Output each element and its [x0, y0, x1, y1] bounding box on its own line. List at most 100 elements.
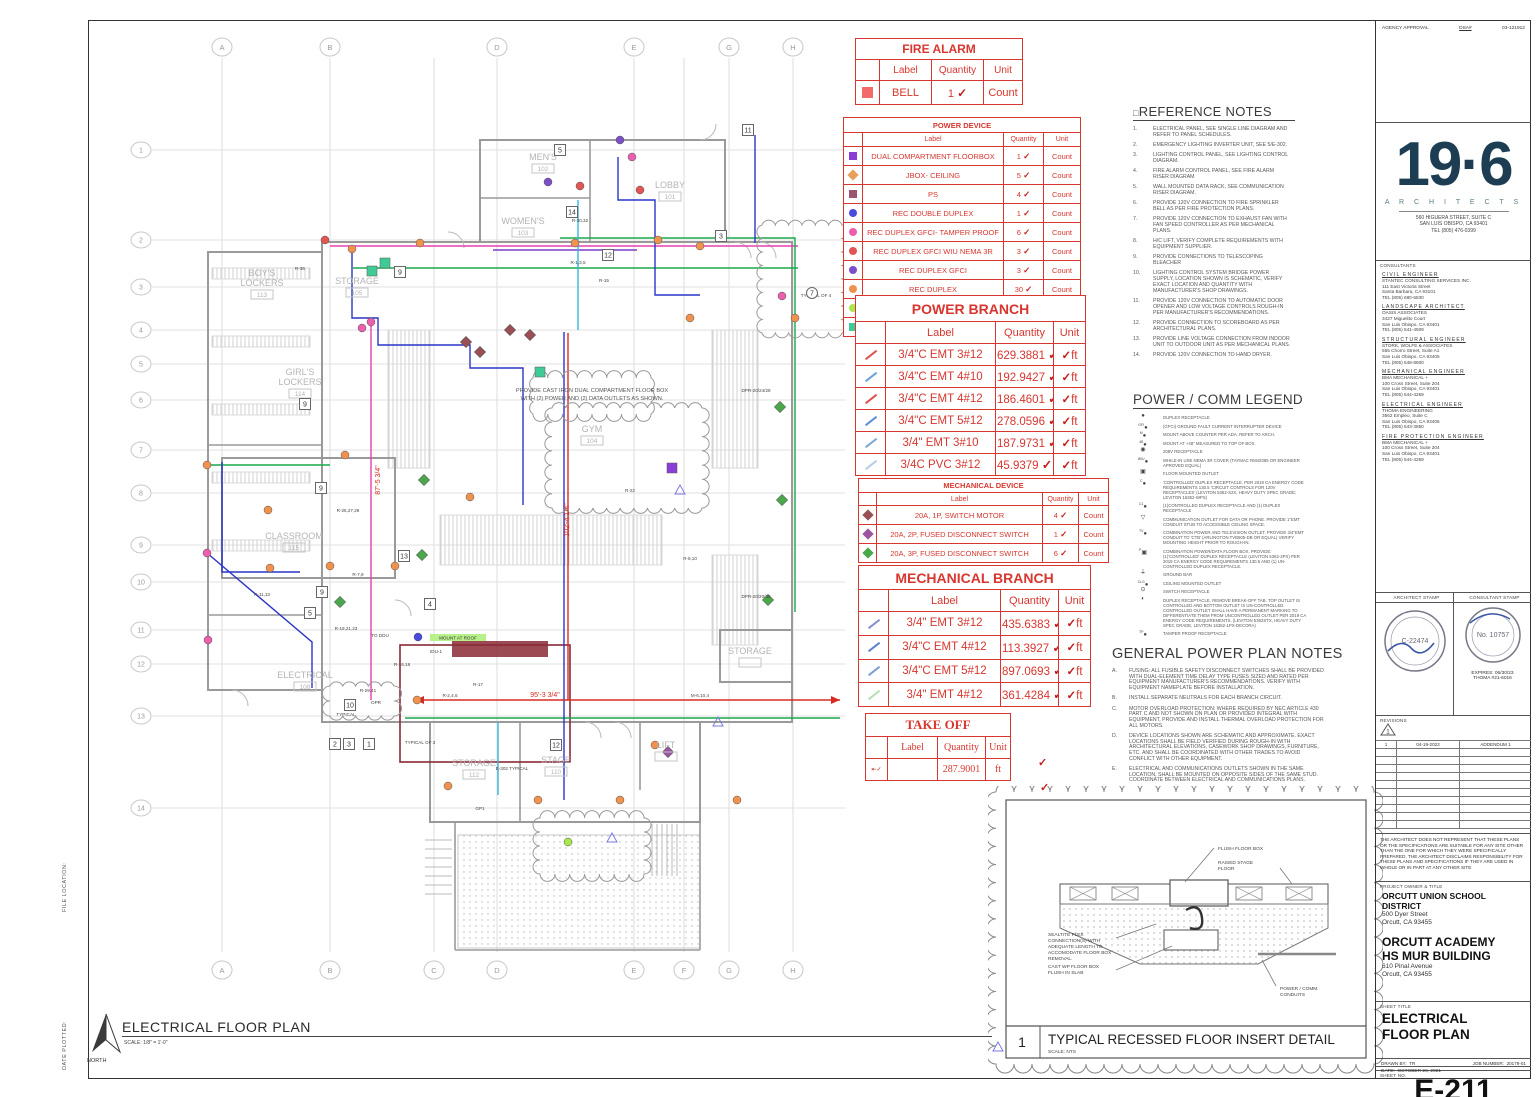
- legend-text: GROUND BAR: [1163, 572, 1193, 577]
- column-header: Unit: [1057, 589, 1092, 612]
- legend-item: ◉208V RECEPTACLE: [1133, 447, 1308, 454]
- bleacher-hatch: [711, 329, 759, 469]
- receptacle-device: [465, 492, 475, 502]
- room-number: 115: [289, 545, 300, 552]
- callout-box: [566, 206, 578, 218]
- flush-floor-box: [1169, 879, 1229, 907]
- disclaimer-block: THE ARCHITECT DOES NOT REPRESENT THAT TH…: [1376, 833, 1531, 881]
- revision-row-empty: [1376, 772, 1531, 780]
- column-header: Unit: [1042, 132, 1082, 147]
- general-note: B.INSTALL SEPARATE NEUTRALS FOR EACH BRA…: [1112, 696, 1327, 702]
- legend-item: TP●TAMPER PROOF RECEPTACLE: [1133, 630, 1308, 638]
- receptacle-device: [390, 561, 400, 571]
- device-label: REC DUPLEX GFCI- TAMPER PROOF: [862, 222, 1004, 242]
- device-label: 20A, 1P, SWITCH MOTOR: [876, 505, 1043, 525]
- disclaimer-text: THE ARCHITECT DOES NOT REPRESENT THAT TH…: [1380, 837, 1524, 870]
- bleacher-hatch: [711, 554, 759, 646]
- legend-text: 'CONTROLLED' DUPLEX RECEPTACLE. PER 2019…: [1163, 479, 1304, 500]
- receptacle-device: [650, 740, 660, 750]
- room-number: 112: [469, 772, 480, 779]
- architect-stamp: C-22474: [1383, 610, 1446, 672]
- unit-cell: ✓ft: [1057, 658, 1092, 684]
- quantity-cell: 186.4601 ✓: [995, 387, 1054, 410]
- revision-delta-icon: 1: [1380, 723, 1396, 736]
- room-number-box: [531, 163, 555, 174]
- receptacle-device: [653, 235, 663, 245]
- quantity-cell: 3 ✓: [1003, 241, 1044, 261]
- callout-number: 1: [367, 742, 371, 749]
- receptacle-device: [412, 695, 422, 705]
- device-label: DUAL COMPARTMENT FLOORBOX: [862, 146, 1004, 166]
- revision-cloud: [756, 219, 848, 339]
- device-label: 3/4C PVC 3#12: [885, 453, 996, 476]
- conduit-slash-icon: [864, 371, 877, 382]
- general-note: E.ELECTRICAL AND COMMUNICATIONS OUTLETS …: [1112, 766, 1327, 784]
- note-text: FUSING: ALL FUSIBLE SAFETY DISCONNECT SW…: [1129, 668, 1324, 692]
- receptacle-device: [413, 632, 423, 642]
- legend-title: POWER / COMM LEGEND: [1133, 392, 1303, 407]
- grid-bubble-left: 4: [139, 328, 143, 335]
- revision-cloud: [532, 810, 652, 882]
- quantity-cell: 435.6383 ✓: [1000, 611, 1059, 636]
- callout-number: 13: [400, 554, 408, 561]
- grid-bubble-left: 3: [139, 285, 143, 292]
- revision-row-empty: [1376, 764, 1531, 772]
- revision-row-empty: [1376, 756, 1531, 764]
- revision-row-empty: [1376, 796, 1531, 804]
- reference-note: 3.LIGHTING CONTROL PANEL, SEE LIGHTING C…: [1133, 152, 1293, 164]
- addendum-delta: [712, 715, 724, 727]
- general-note: D.DEVICE LOCATIONS SHOWN ARE SCHEMATIC A…: [1112, 733, 1327, 763]
- callout-number: 5: [308, 611, 312, 618]
- disconnect-device: [459, 335, 473, 349]
- grid-bubble-top: A: [219, 43, 224, 52]
- disconnect-device: [761, 593, 775, 607]
- check-mark: ✓: [1038, 757, 1048, 769]
- device-label: 20A, 2P, FUSED DISCONNECT SWITCH: [876, 524, 1043, 544]
- legend-text: (GFCI) GROUND FAULT CURRENT INTERRUPTER …: [1163, 423, 1282, 429]
- device-label: 3/4"C EMT 5#12: [885, 409, 996, 432]
- note-text: LIGHTING CONTROL PANEL, SEE LIGHTING CON…: [1153, 152, 1288, 164]
- note-text: PROVIDE CONNECTION TO SCOREBOARD AS PER …: [1153, 320, 1280, 332]
- grid-bubble-left: 11: [137, 628, 144, 635]
- table-title: MECHANICAL DEVICE: [857, 478, 1110, 493]
- callout-number: 9: [398, 270, 402, 277]
- room-label: MEN'S: [529, 152, 557, 162]
- grid-bubble-top: G: [726, 43, 732, 52]
- panel-board: [452, 641, 548, 657]
- note-text: PROVIDE 120V CONNECTION TO HAND DRYER.: [1153, 352, 1272, 358]
- circuit-annotation: R-19,21,23: [335, 626, 358, 631]
- callout-number: 12: [604, 253, 612, 260]
- column-header: Label: [887, 736, 938, 759]
- quantity-cell: 897.0693 ✓: [1000, 658, 1059, 684]
- receptacle-device: [202, 548, 212, 558]
- room-number-box: [345, 287, 369, 298]
- callout-box: [363, 738, 375, 750]
- reference-notes: □REFERENCE NOTES 1.ELECTRICAL PANEL, SEE…: [1133, 104, 1303, 362]
- disconnect-device: [503, 323, 517, 337]
- quantity-cell: 629.3881 ✓: [995, 343, 1054, 366]
- receptacle-device: [320, 235, 330, 245]
- column-header: Quantity: [1003, 132, 1044, 147]
- detail-frame: [1005, 799, 1367, 1059]
- device-label: 20A, 3P, FUSED DISCONNECT SWITCH: [876, 543, 1043, 563]
- receptacle-device: [265, 563, 275, 573]
- circuit-annotation: R-8,10: [683, 556, 697, 561]
- grid-bubble-left: 6: [139, 398, 143, 405]
- unit-cell: ✓ft: [1052, 343, 1087, 366]
- receptacle-device: [203, 635, 213, 645]
- circuit-annotation: TYPICAL: [336, 712, 356, 717]
- column-header: Unit: [985, 736, 1011, 759]
- receptacle-device: [575, 181, 585, 191]
- room-number-box: [293, 681, 317, 692]
